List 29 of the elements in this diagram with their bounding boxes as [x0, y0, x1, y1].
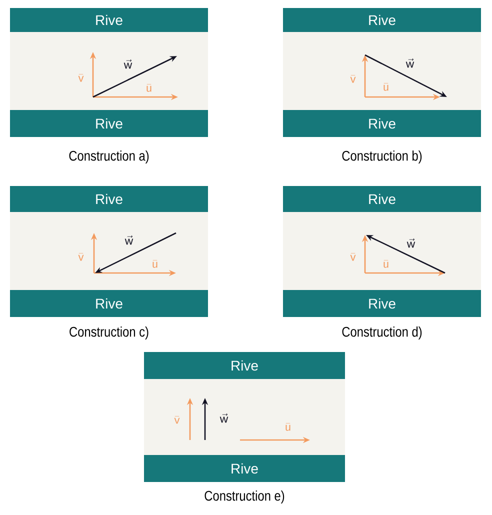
bank-band: Rive: [283, 8, 481, 32]
vector-label: $\bar{\mathsf{u}}$: [286, 423, 290, 431]
vector-label: $\vec{\mathsf{w}}$: [124, 235, 134, 245]
vector-label: $\bar{\mathsf{v}}$: [78, 253, 84, 261]
bank-band: Rive: [10, 8, 208, 32]
vector-label: $\bar{\mathsf{u}}$: [384, 83, 388, 91]
caption: Construction a): [69, 150, 149, 164]
caption: Construction b): [342, 150, 422, 164]
vector-label: $\vec{\mathsf{w}}$: [406, 238, 416, 248]
bank-band: Rive: [283, 186, 481, 212]
caption: Construction c): [70, 326, 148, 340]
caption: Construction d): [342, 326, 422, 340]
vector-label: $\bar{\mathsf{u}}$: [384, 260, 388, 268]
vector-label: $\bar{\mathsf{u}}$: [152, 260, 158, 268]
bank-band: Rive: [144, 455, 345, 482]
vector-label: $\vec{\mathsf{w}}$: [406, 58, 414, 68]
bank-band: Rive: [283, 290, 481, 317]
vector-label: $\bar{\mathsf{v}}$: [350, 253, 356, 261]
bank-band: Rive: [283, 110, 481, 137]
vector-label: $\bar{\mathsf{u}}$: [146, 84, 152, 92]
bank-band: Rive: [144, 352, 345, 379]
bank-band: Rive: [10, 186, 208, 212]
vector-label: $\vec{\mathsf{w}}$: [124, 59, 132, 69]
vector-label: $\vec{\mathsf{w}}$: [220, 413, 228, 423]
vector-label: $\bar{\mathsf{v}}$: [350, 75, 356, 83]
bank-band: Rive: [10, 290, 208, 317]
vector-label: $\bar{\mathsf{v}}$: [174, 416, 180, 424]
bank-band: Rive: [10, 110, 208, 137]
vector-label: $\bar{\mathsf{v}}$: [78, 74, 84, 82]
